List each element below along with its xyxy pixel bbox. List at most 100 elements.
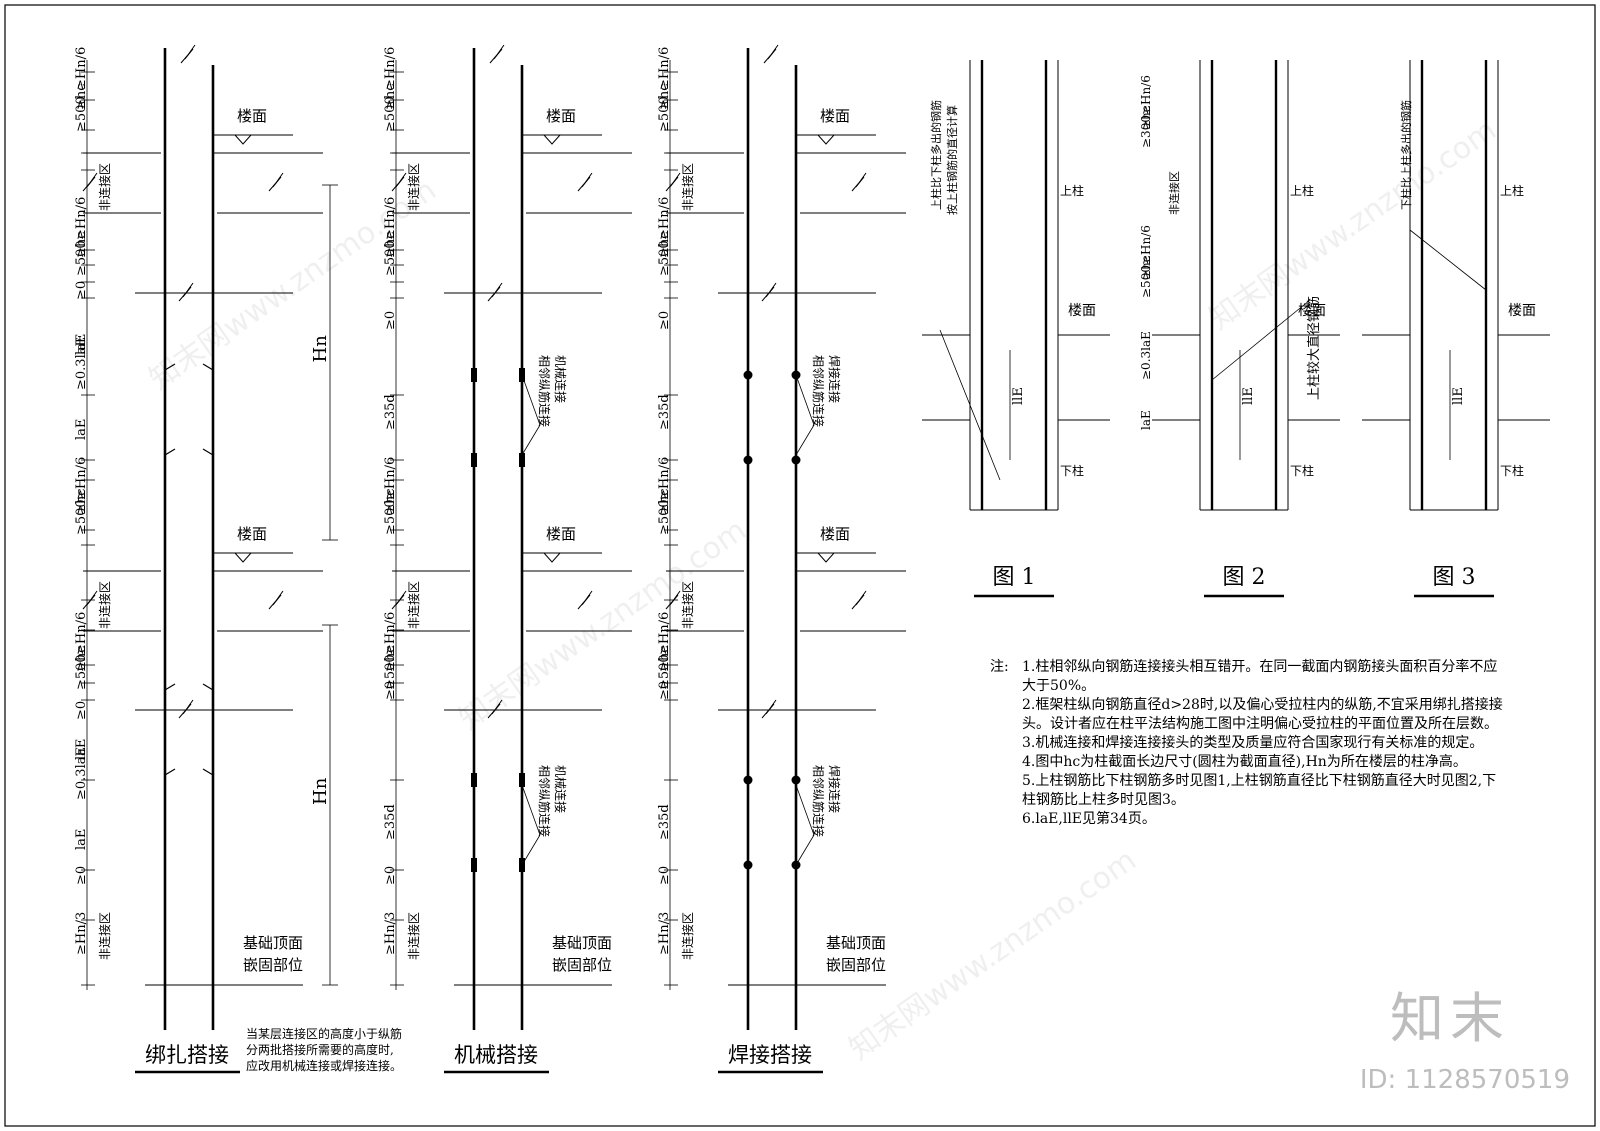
- leader-line: [795, 374, 815, 426]
- dimension-label: ≥500: [383, 240, 398, 276]
- dimension-label: ≥Hn/6: [657, 47, 672, 90]
- dimension-label: ≥Hn/6: [74, 612, 89, 655]
- dimension-label: ≥0: [383, 866, 398, 885]
- leader-line: [795, 784, 815, 836]
- floor-label: 楼面: [237, 525, 267, 543]
- leader-line: [795, 424, 815, 456]
- non-splice-zone-label: 非连接区: [680, 581, 695, 629]
- dimension-label: ≥35d: [657, 394, 672, 430]
- dimension-label: ≥hc: [74, 83, 89, 110]
- joint-note: 焊接连接: [827, 355, 842, 403]
- dimension-label: laE: [74, 739, 89, 760]
- dimension-label: ≥500: [1139, 265, 1153, 298]
- dimension-label: ≥Hn/6: [383, 457, 398, 500]
- notes-label: 注:: [990, 659, 1009, 675]
- dimension-label: ≥0: [657, 681, 672, 700]
- leader-line: [521, 784, 541, 836]
- joint-note: 焊接连接: [827, 765, 842, 813]
- dimension-label: ≥hc: [657, 231, 672, 258]
- joint-note: 相邻纵筋连接: [811, 765, 826, 837]
- column-detail-1: 楼面非连接区楼面非连接区≥Hn/6≥hc≥500≥Hn/6≥hc≥500≥Hn/…: [74, 44, 323, 1074]
- anchor-part-label: 嵌固部位: [552, 956, 612, 974]
- column-break-mark: [487, 282, 503, 302]
- figure-title: 图 1: [993, 565, 1036, 590]
- mechanical-coupler: [519, 453, 525, 467]
- dimension-label: ≥0: [383, 311, 398, 330]
- floor-label: 楼面: [546, 525, 576, 543]
- floor-label: 楼面: [1298, 303, 1326, 319]
- dimension-label: ≥0: [383, 681, 398, 700]
- beam-break-mark: [851, 172, 867, 192]
- leader-line: [939, 329, 1001, 481]
- leader-line: [795, 834, 815, 866]
- joint-note: 相邻纵筋连接: [537, 355, 552, 427]
- floor-level-mark: [817, 134, 835, 145]
- dimension-label: ≥35d: [383, 394, 398, 430]
- dimension-label: laE: [74, 334, 89, 355]
- floor-level-mark: [234, 552, 252, 563]
- non-splice-zone-label: 非连接区: [97, 581, 112, 629]
- joint-note: 相邻纵筋连接: [537, 765, 552, 837]
- beam-break-mark: [268, 172, 284, 192]
- notes-list: 1.柱相邻纵向钢筋连接接头相互错开。在同一截面内钢筋接头面积百分率不应大于50%…: [990, 658, 1510, 829]
- figure-title: 图 2: [1223, 565, 1266, 590]
- dimension-label: ≥Hn/3: [657, 912, 672, 955]
- dimension-label: ≥hc: [383, 231, 398, 258]
- notes-block: 注: 1.柱相邻纵向钢筋连接接头相互错开。在同一截面内钢筋接头面积百分率不应大于…: [990, 658, 1510, 829]
- dimension-label: ≥300: [1139, 115, 1153, 148]
- joint-note: 相邻纵筋连接: [811, 355, 826, 427]
- joint-note: 机械连接: [553, 355, 568, 403]
- upper-col-label: 上柱: [1060, 183, 1084, 198]
- column-break-mark: [487, 699, 503, 719]
- floor-label: 楼面: [1068, 303, 1096, 319]
- floor-level-mark: [543, 552, 561, 563]
- foundation-top-label: 基础顶面: [552, 934, 612, 952]
- non-splice-zone-label: 非连接区: [680, 912, 695, 960]
- dimension-label: ≥500: [657, 654, 672, 690]
- dimension-label: ≥hc: [1139, 255, 1153, 280]
- dimension-label: ≥Hn/6: [383, 197, 398, 240]
- dimension-label: laE: [74, 419, 89, 440]
- drawing-border: [4, 4, 1596, 1127]
- dimension-label: ≥0.3laE: [74, 337, 89, 390]
- dimension-label: ≥0: [74, 281, 89, 300]
- leader-line: [521, 374, 541, 426]
- dimension-label: ≥500: [657, 240, 672, 276]
- note-item: 5.上柱钢筋比下柱钢筋多时见图1,上柱钢筋直径比下柱钢筋直径大时见图2,下柱钢筋…: [1022, 773, 1497, 808]
- non-splice-zone-label: 非连接区: [406, 912, 421, 960]
- column-break-mark: [178, 282, 194, 302]
- dimension-label: ≥0: [657, 311, 672, 330]
- dimension-label: ≥500: [74, 654, 89, 690]
- lle-label: llE: [1011, 387, 1026, 405]
- non-splice-zone-label: 非连接区: [1168, 171, 1181, 215]
- column-break-mark: [761, 282, 777, 302]
- figure-note: 按上柱钢筋的直径计算: [945, 105, 959, 215]
- floor-level-mark: [234, 134, 252, 145]
- column-title: 机械搭接: [454, 1043, 538, 1067]
- dimension-label: ≥hc: [74, 488, 89, 515]
- leader-line: [521, 424, 541, 456]
- dimension-label: ≥500: [74, 96, 89, 132]
- anchor-part-label: 嵌固部位: [826, 956, 886, 974]
- lower-col-label: 下柱: [1060, 463, 1084, 478]
- column-title: 焊接搭接: [728, 1043, 812, 1067]
- lap-mark: [164, 448, 176, 456]
- footnote-line: 应改用机械连接或焊接连接。: [246, 1058, 402, 1073]
- note-item: 2.框架柱纵向钢筋直径d>28时,以及偏心受拉柱内的纵筋,不宜采用绑扎搭接接头。…: [1022, 697, 1503, 732]
- column-detail-2: 楼面非连接区楼面非连接区≥Hn/6≥hc≥500≥Hn/6≥hc≥500≥Hn/…: [383, 44, 632, 1074]
- dimension-label: ≥500: [657, 96, 672, 132]
- figure-note: 下柱比上柱多出的钢筋: [1399, 100, 1413, 210]
- dimension-label: ≥Hn/6: [657, 197, 672, 240]
- joint-note: 机械连接: [553, 765, 568, 813]
- dimension-label: ≥0.3laE: [1139, 331, 1153, 380]
- leader-line: [1211, 299, 1311, 381]
- lle-label: llE: [1451, 387, 1466, 405]
- dimension-label: ≥Hn/6: [383, 612, 398, 655]
- leader-line: [521, 834, 541, 866]
- dimension-label: ≥hc: [383, 488, 398, 515]
- dimension-label: ≥500: [657, 499, 672, 535]
- beam-break-mark: [665, 172, 681, 192]
- weld-joint: [791, 455, 801, 465]
